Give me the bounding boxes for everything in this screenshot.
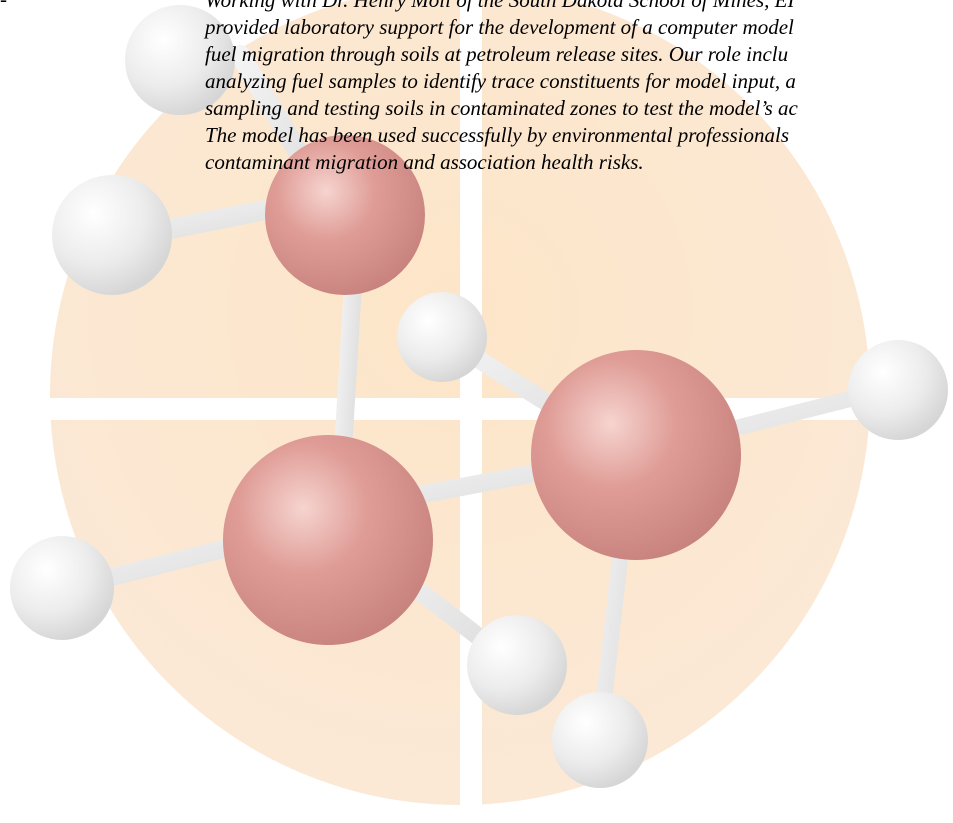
paragraph-line-1: Working with Dr. Henry Moll of the South…	[205, 0, 795, 12]
paragraph-line-2: provided laboratory support for the deve…	[205, 15, 794, 39]
list-bullet: -	[0, 0, 7, 11]
paragraph-line-3: fuel migration through soils at petroleu…	[205, 42, 789, 66]
paragraph-line-7: contaminant migration and association he…	[205, 150, 644, 174]
project-description: - Working with Dr. Henry Moll of the Sou…	[0, 0, 953, 280]
paragraph-line-6: The model has been used successfully by …	[205, 123, 790, 147]
red-atoms	[223, 135, 741, 645]
paragraph-line-5: sampling and testing soils in contaminat…	[205, 96, 798, 120]
white-atoms	[10, 5, 948, 788]
paragraph-line-4: analyzing fuel samples to identify trace…	[205, 69, 796, 93]
